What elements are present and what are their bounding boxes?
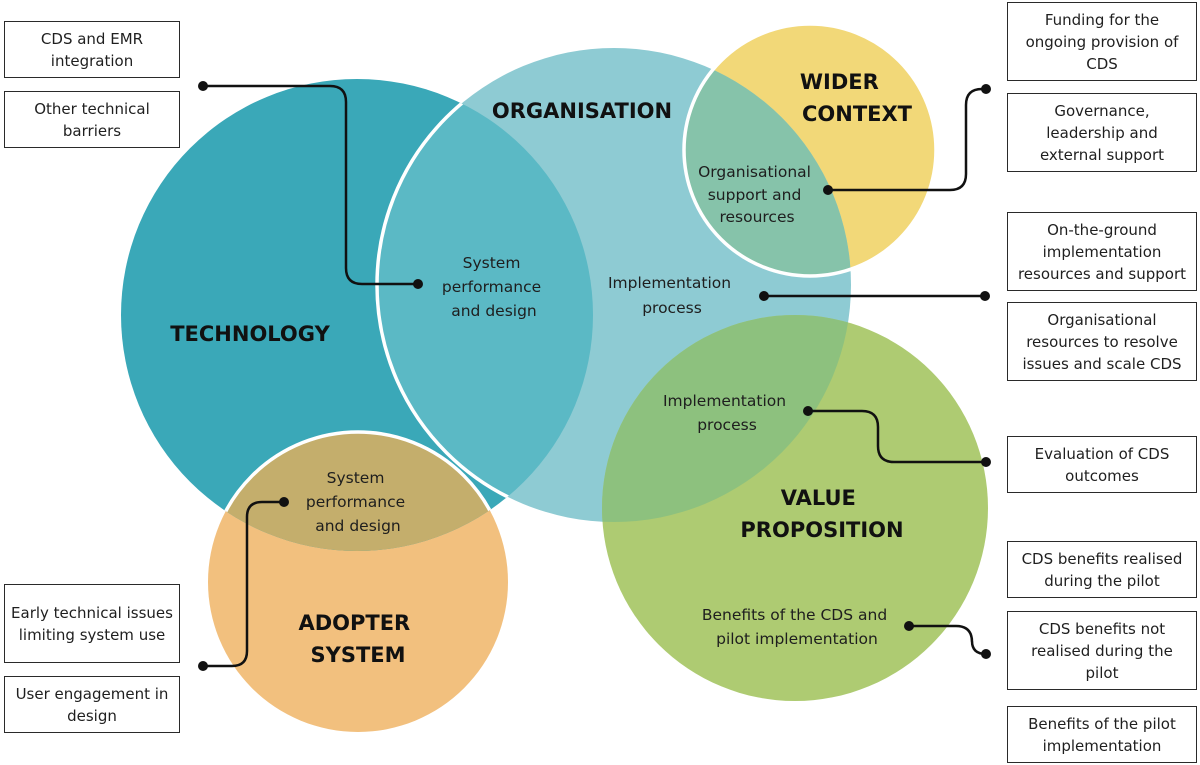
tech-adopter-label: System performance and design (306, 469, 410, 535)
dot (198, 81, 208, 91)
dot (981, 84, 991, 94)
tech-org-overlap (377, 79, 593, 522)
connector-lines (203, 84, 987, 668)
dot (803, 406, 813, 416)
box-organisational-resources: Organisational resources to resolve issu… (1007, 302, 1197, 381)
value-benefits-label: Benefits of the CDS and pilot implementa… (702, 606, 892, 648)
box-evaluation: Evaluation of CDS outcomes (1007, 436, 1197, 493)
dot (981, 649, 991, 659)
connector-wider-context (828, 87, 986, 192)
connector-technology (203, 84, 418, 286)
connector-adopter (203, 500, 284, 668)
technology-title: TECHNOLOGY (170, 322, 330, 346)
org-implementation-label: Implementation process (608, 274, 736, 317)
box-user-engagement: User engagement in design (4, 676, 180, 733)
dot (759, 291, 769, 301)
wider-context-outline (682, 22, 938, 278)
tech-org-label: System performance and design (442, 254, 546, 320)
box-benefits-pilot: Benefits of the pilot implementation (1007, 706, 1197, 763)
connector-value-implementation (808, 409, 986, 464)
wider-context-title: WIDER CONTEXT (800, 70, 913, 126)
organisation-title: ORGANISATION (492, 99, 672, 123)
org-wider-label: Organisational support and resources (698, 163, 816, 226)
box-governance: Governance, leadership and external supp… (1007, 93, 1197, 172)
box-cds-emr-integration: CDS and EMR integration (4, 21, 180, 78)
dot (823, 185, 833, 195)
dot (981, 457, 991, 467)
box-benefits-not-realised: CDS benefits not realised during the pil… (1007, 611, 1197, 690)
org-value-label: Implementation process (663, 392, 791, 434)
connector-dots (198, 81, 991, 671)
dot (413, 279, 423, 289)
dot (904, 621, 914, 631)
dot (279, 497, 289, 507)
box-on-the-ground: On-the-ground implementation resources a… (1007, 212, 1197, 291)
adopter-system-outline (206, 430, 510, 551)
dot (198, 661, 208, 671)
dot (980, 291, 990, 301)
tech-adopter-overlap (208, 432, 508, 551)
connector-value-benefits (909, 624, 987, 656)
box-benefits-realised: CDS benefits realised during the pilot (1007, 541, 1197, 598)
box-funding: Funding for the ongoing provision of CDS (1007, 2, 1197, 81)
adopter-system-title: ADOPTER SYSTEM (298, 611, 417, 667)
box-early-technical-issues: Early technical issues limiting system u… (4, 584, 180, 663)
box-other-technical-barriers: Other technical barriers (4, 91, 180, 148)
value-proposition-title: VALUE PROPOSITION (740, 486, 903, 542)
